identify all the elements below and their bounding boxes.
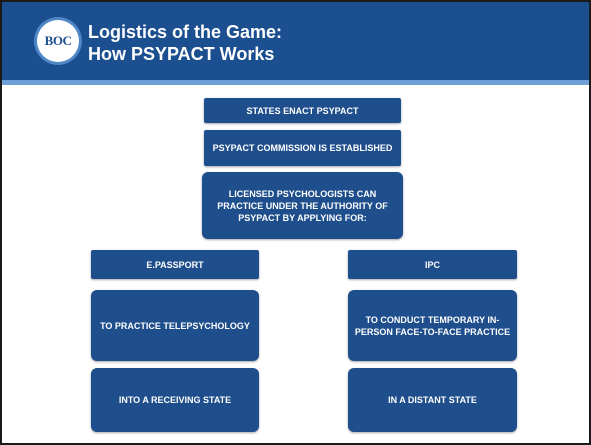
slide-header: BOC Logistics of the Game: How PSYPACT W… bbox=[2, 2, 589, 80]
boc-logo: BOC bbox=[37, 20, 79, 62]
ipc-scope: IN A DISTANT STATE bbox=[348, 368, 517, 432]
slide-title-line-1: Logistics of the Game: bbox=[88, 22, 283, 42]
flow-step-states-enact: STATES ENACT PSYPACT bbox=[204, 98, 401, 123]
ipc-purpose: TO CONDUCT TEMPORARY IN-PERSON FACE-TO-F… bbox=[348, 290, 517, 361]
logo-text: BOC bbox=[44, 33, 72, 48]
slide-title-line-2: How PSYPACT Works bbox=[88, 44, 275, 64]
flow-step-commission: PSYPACT COMMISSION IS ESTABLISHED bbox=[204, 130, 401, 166]
epassport-scope: INTO A RECEIVING STATE bbox=[91, 368, 259, 432]
epassport-purpose: TO PRACTICE TELEPSYCHOLOGY bbox=[91, 290, 259, 361]
header-accent-bar bbox=[2, 80, 589, 85]
branch-ipc: IPC bbox=[348, 250, 517, 279]
branch-epassport: E.PASSPORT bbox=[91, 250, 259, 279]
flow-step-licensed-psychologists: LICENSED PSYCHOLOGISTS CAN PRACTICE UNDE… bbox=[202, 172, 403, 239]
